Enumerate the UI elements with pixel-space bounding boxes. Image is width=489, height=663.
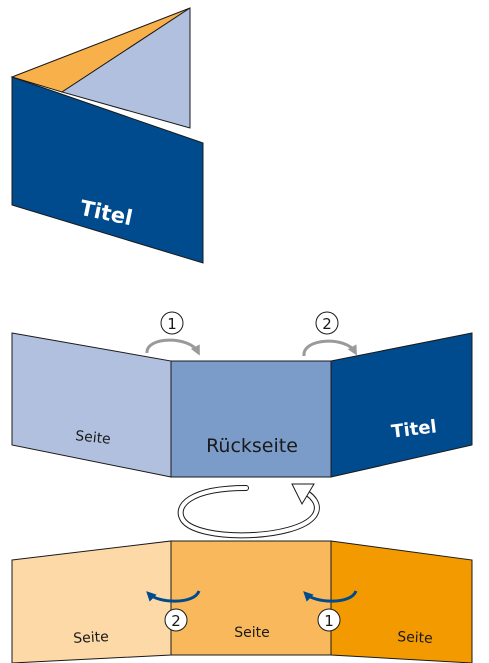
outside-step-2-arrow (302, 339, 357, 357)
outside-step-2-circle (315, 311, 339, 335)
outside-left-panel-label: Seite (75, 428, 112, 448)
cover-panel (11, 76, 204, 264)
inside-step-2-arrow (146, 590, 201, 603)
outside-center-panel (170, 360, 332, 478)
flip-over-arrow-icon (177, 483, 320, 539)
outside-center-panel-label: Rückseite (206, 435, 298, 457)
inside-left-panel-label: Seite (73, 629, 109, 647)
outside-step-2-number: 2 (322, 315, 332, 333)
outside-step-1-arrow (145, 338, 200, 356)
inside-step-2-number: 2 (171, 612, 181, 630)
outside-step-1-number: 1 (167, 315, 177, 333)
inside-step-1-number: 1 (324, 612, 334, 630)
outside-spread: Seite Rückseite Titel 1 2 (11, 311, 473, 478)
inside-center-panel-label: Seite (234, 625, 270, 641)
outside-right-panel (330, 332, 473, 478)
inside-step-1-arrow (303, 590, 358, 603)
inner-panel-light-blue (60, 7, 191, 129)
inside-spread: Seite Seite Seite 2 1 (11, 540, 473, 663)
inside-step-1-circle (317, 608, 341, 632)
inside-right-panel-label: Seite (397, 629, 433, 647)
outside-left-panel (11, 332, 172, 478)
outside-step-1-circle (160, 311, 184, 335)
inside-step-2-circle (164, 608, 188, 632)
folded-brochure-mockup: Titel (10, 7, 204, 264)
